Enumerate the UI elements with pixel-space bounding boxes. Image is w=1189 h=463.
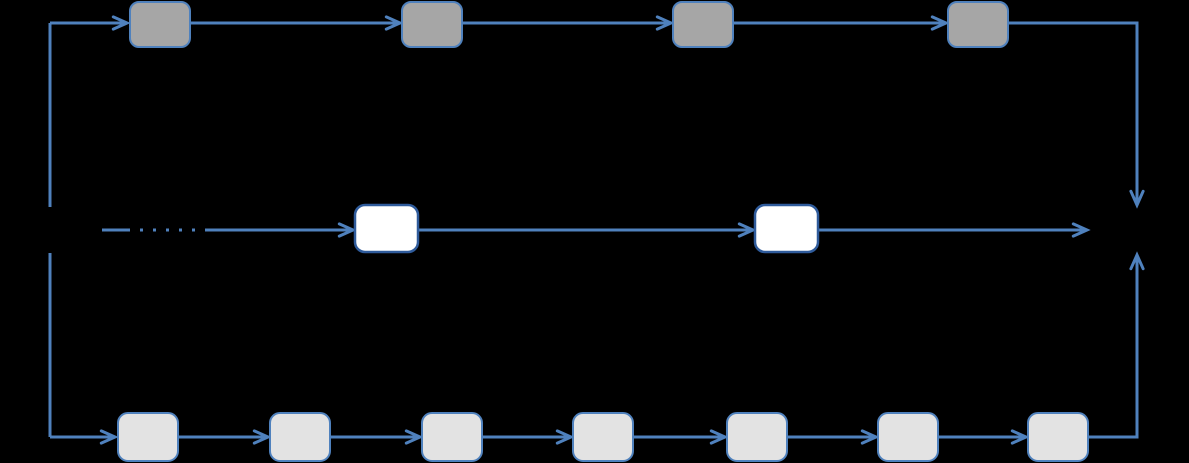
arrowhead-icon [555, 429, 575, 445]
top-row-node-3 [672, 1, 734, 48]
arrowhead-icon [111, 15, 131, 31]
arrowhead-icon [709, 429, 729, 445]
connector-bottom-exit-up [1088, 255, 1139, 439]
bottom-row-node-3 [421, 412, 483, 462]
top-row-node-4 [947, 1, 1009, 48]
middle-arrow-label-glyph-3 [156, 221, 166, 237]
arrowhead-icon [930, 15, 950, 31]
middle-arrow-label-glyph-2 [143, 221, 153, 237]
arrowhead-icon [655, 15, 675, 31]
top-row-node-1 [129, 1, 191, 48]
arrowhead-icon [1129, 251, 1145, 271]
middle-arrow-label-glyph-1 [130, 221, 140, 237]
bottom-row-node-5 [726, 412, 788, 462]
arrowhead-icon [337, 222, 357, 238]
bottom-row-node-4 [572, 412, 634, 462]
bottom-row-node-6 [877, 412, 939, 462]
arrowhead-icon [384, 15, 404, 31]
bottom-row-node-2 [269, 412, 331, 462]
middle-arrow-label-glyph-6 [195, 221, 205, 237]
origin-label [18, 207, 98, 253]
arrowhead-icon [737, 222, 757, 238]
connector-top-exit-down [1008, 21, 1139, 205]
middle-arrow-label-glyph-5 [182, 221, 192, 237]
arrowhead-icon [404, 429, 424, 445]
arrowhead-icon [1010, 429, 1030, 445]
arrowhead-icon [99, 429, 119, 445]
arrowhead-icon [1071, 222, 1091, 238]
top-row-node-2 [401, 1, 463, 48]
bottom-row-node-1 [117, 412, 179, 462]
arrowhead-icon [1129, 189, 1145, 209]
middle-row-node-2 [753, 203, 820, 254]
middle-row-node-1 [353, 203, 420, 254]
middle-arrow-label-glyph-4 [169, 221, 179, 237]
arrowhead-icon [252, 429, 272, 445]
arrowhead-icon [860, 429, 880, 445]
bottom-row-node-7 [1027, 412, 1089, 462]
